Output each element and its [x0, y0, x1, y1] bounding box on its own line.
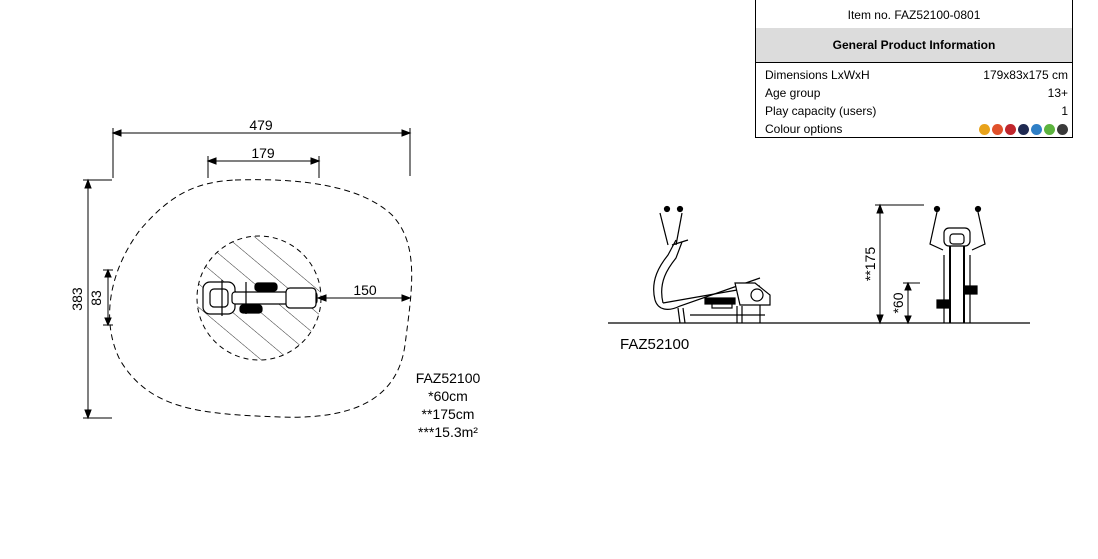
plan-note-model: FAZ52100 — [416, 370, 481, 386]
plan-view: 479 179 383 83 150 — [69, 117, 481, 440]
dim-platform-label: *60 — [890, 292, 906, 313]
side-view-trainer — [653, 205, 771, 324]
info-row-colours: Colour options — [765, 120, 1068, 138]
info-label: Colour options — [765, 122, 843, 136]
dim-total-length — [111, 128, 412, 178]
dim-safety — [316, 294, 412, 302]
product-top-view — [202, 280, 318, 316]
info-label: Play capacity (users) — [765, 104, 877, 118]
colour-swatch — [1057, 123, 1068, 135]
colour-swatch — [992, 123, 1003, 135]
colour-swatch — [1005, 123, 1016, 135]
dim-platform — [903, 281, 920, 325]
info-value: 179x83x175 cm — [983, 68, 1068, 82]
safety-zone-outline — [109, 179, 413, 418]
dim-product-width-label: 83 — [88, 290, 104, 306]
info-row-dimensions: Dimensions LxWxH 179x83x175 cm — [765, 66, 1068, 84]
plan-note-platform: *60cm — [428, 388, 468, 404]
elevation-label: FAZ52100 — [620, 336, 689, 353]
front-view-trainer — [929, 205, 986, 323]
info-header: General Product Information — [756, 28, 1072, 63]
dim-product-length-label: 179 — [251, 145, 275, 161]
colour-swatch — [1044, 123, 1055, 135]
dim-height — [875, 203, 924, 325]
dim-product-width — [103, 268, 113, 327]
elevation-view: FAZ52100 **175 — [608, 203, 1030, 353]
info-label: Age group — [765, 86, 821, 100]
info-rows: Dimensions LxWxH 179x83x175 cm Age group… — [756, 63, 1072, 138]
info-value: 13+ — [1047, 86, 1068, 100]
info-label: Dimensions LxWxH — [765, 68, 870, 82]
dim-total-width-label: 383 — [69, 287, 85, 311]
item-number: Item no. FAZ52100-0801 — [847, 8, 981, 22]
plan-note-area: ***15.3m² — [418, 424, 478, 440]
dim-safety-label: 150 — [353, 282, 377, 298]
colour-swatch — [979, 123, 990, 135]
info-value: 1 — [1061, 104, 1068, 118]
colour-swatch — [1018, 123, 1029, 135]
info-row-capacity: Play capacity (users) 1 — [765, 102, 1068, 120]
dim-total-length-label: 479 — [249, 117, 273, 133]
product-info-box: Item no. FAZ52100-0801 General Product I… — [755, 0, 1073, 138]
info-row-age-group: Age group 13+ — [765, 84, 1068, 102]
plan-note-height: **175cm — [422, 406, 475, 422]
colour-swatches — [979, 123, 1068, 135]
dim-height-label: **175 — [862, 247, 878, 281]
dim-total-width — [83, 178, 112, 420]
dim-product-length — [206, 156, 321, 178]
colour-swatch — [1031, 123, 1042, 135]
